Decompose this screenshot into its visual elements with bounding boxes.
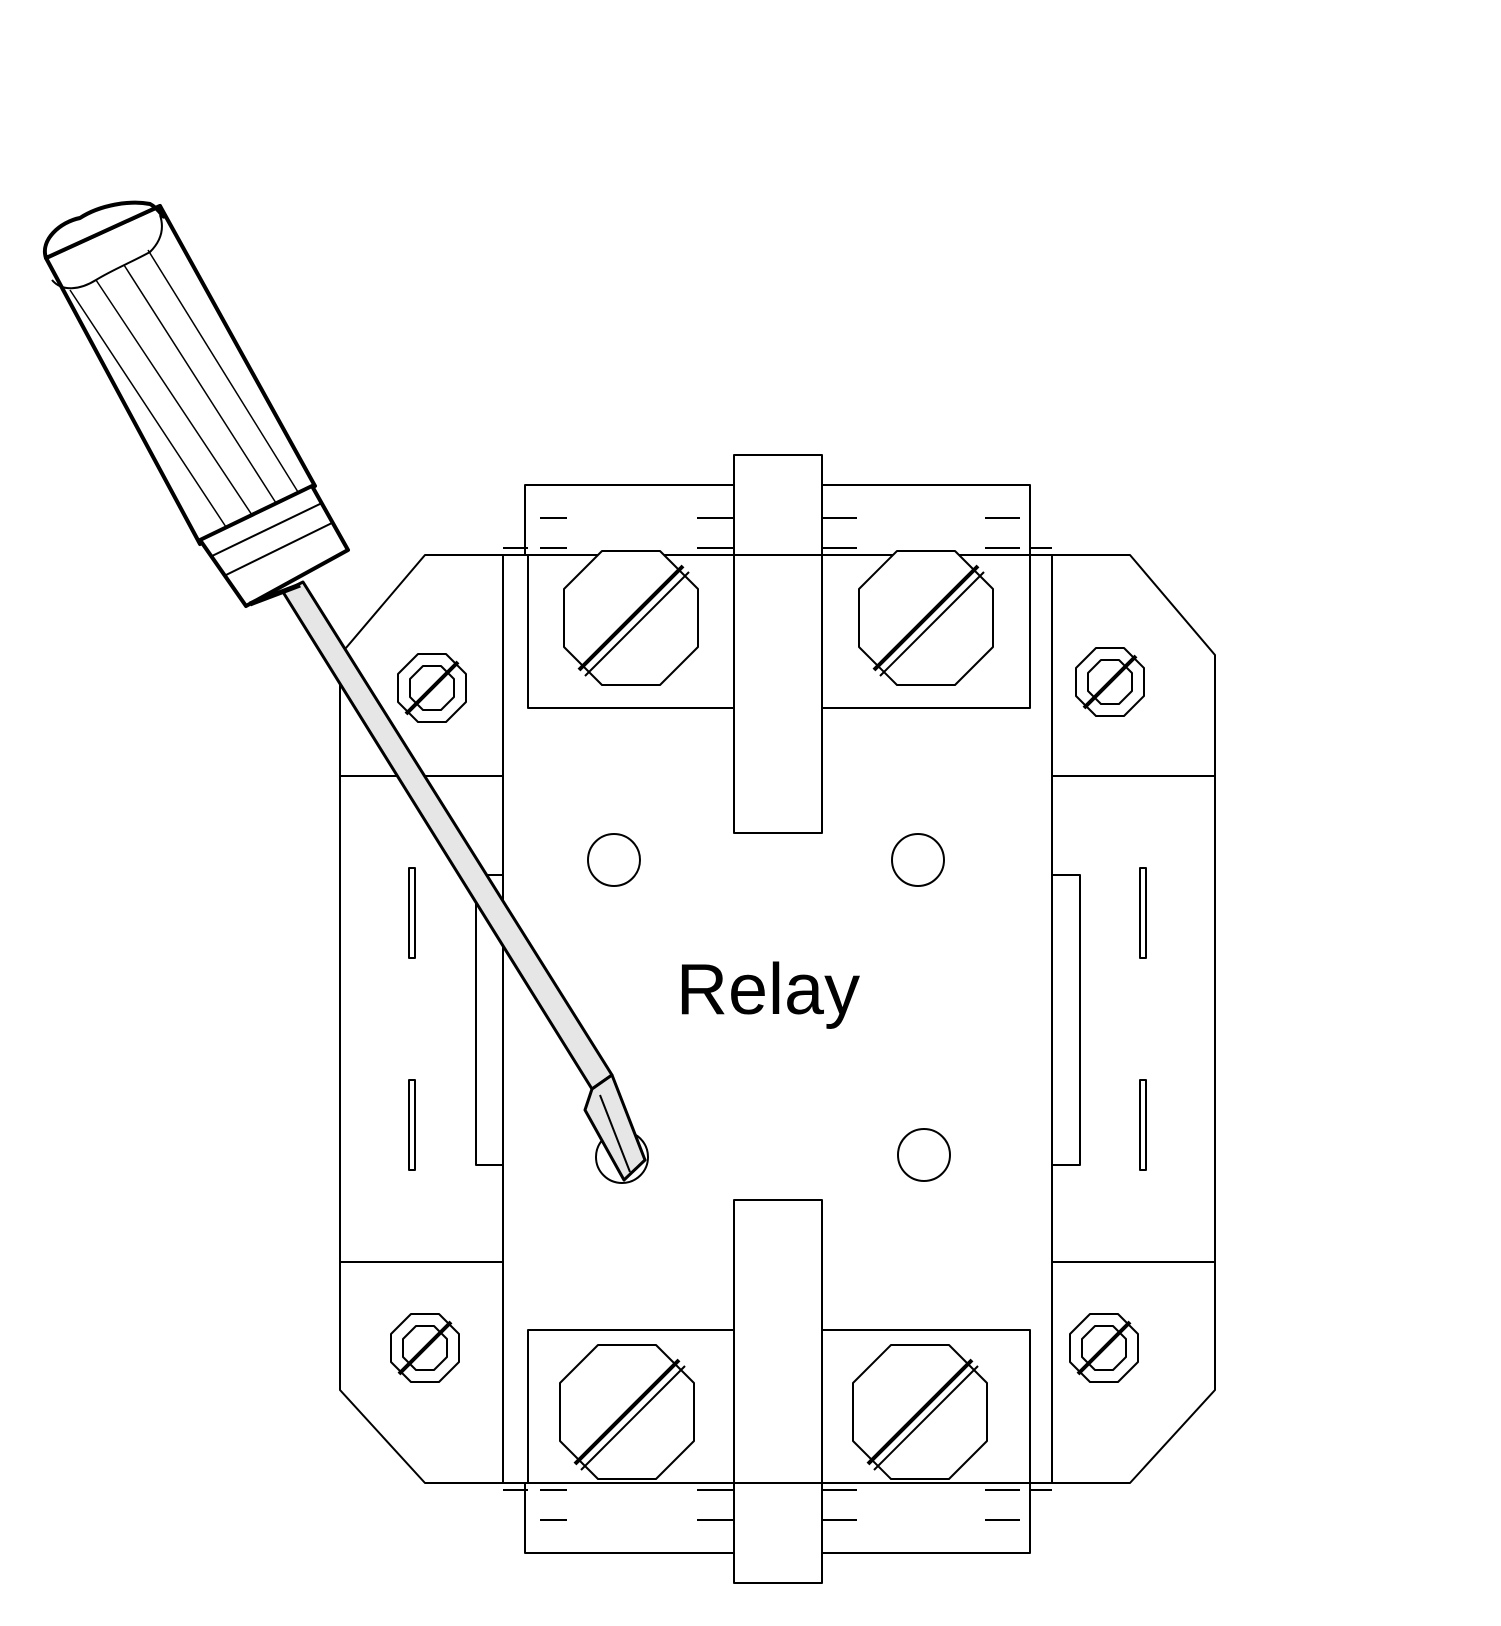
mounting-screw-icon xyxy=(397,653,467,723)
side-slot xyxy=(1139,1079,1147,1171)
mounting-screw-icon xyxy=(1075,647,1145,717)
top-notch xyxy=(733,708,823,834)
side-slot xyxy=(408,867,416,959)
mounting-hole xyxy=(891,833,945,887)
bottom-divider-strip xyxy=(733,1482,823,1584)
terminal-screw-icon xyxy=(559,1344,695,1480)
side-slot xyxy=(1139,867,1147,959)
mounting-screw-icon xyxy=(390,1313,460,1383)
screwdriver-tip xyxy=(583,1073,647,1182)
right-coil-plate xyxy=(1049,874,1081,1166)
mounting-hole xyxy=(587,833,641,887)
terminal-screw-icon xyxy=(852,1344,988,1480)
screwdriver-handle xyxy=(44,204,317,546)
mounting-hole xyxy=(897,1128,951,1182)
side-slot xyxy=(408,1079,416,1171)
screwdriver-icon xyxy=(42,200,647,1182)
mounting-screw-icon xyxy=(1069,1313,1139,1383)
bottom-notch xyxy=(733,1199,823,1330)
screwdriver-handle-cap xyxy=(42,200,166,260)
terminal-screw-icon xyxy=(563,550,699,686)
screwdriver-ferrule xyxy=(198,484,350,608)
relay-label: Relay xyxy=(676,950,860,1030)
terminal-screw-icon xyxy=(858,550,994,686)
top-divider-strip xyxy=(733,454,823,556)
